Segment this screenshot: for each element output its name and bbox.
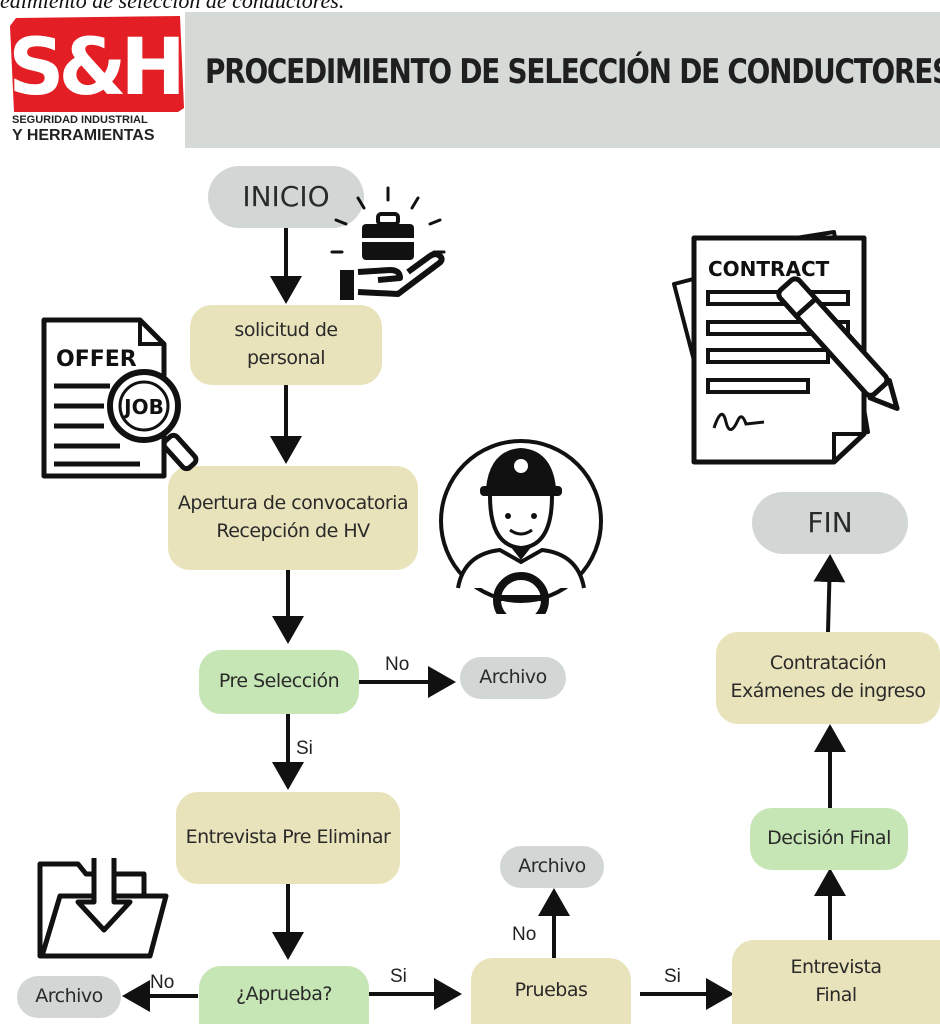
node-solicitud-line2: personal bbox=[246, 347, 326, 369]
node-archivo-aprueba: Archivo bbox=[17, 976, 121, 1018]
node-archivo-preseleccion: Archivo bbox=[460, 657, 566, 699]
node-apertura-line1: Apertura de convocatoria bbox=[177, 492, 409, 515]
job-label: JOB bbox=[122, 395, 164, 419]
edge-label-si-pruebas: Si bbox=[664, 966, 681, 987]
edge-label-si-aprueba: Si bbox=[390, 966, 407, 987]
edge-label-si-preseleccion: Si bbox=[296, 738, 313, 759]
node-entrevista-pre-label: Entrevista Pre Eliminar bbox=[185, 826, 391, 849]
node-pruebas-label: Pruebas bbox=[514, 979, 588, 1002]
node-entrevista-final: Entrevista Final bbox=[732, 940, 940, 1024]
node-pruebas: Pruebas bbox=[471, 958, 631, 1024]
node-archivo-aprueba-label: Archivo bbox=[35, 985, 103, 1008]
node-solicitud-line1: solicitud de bbox=[234, 319, 338, 342]
logo-mark-icon: S&H bbox=[8, 16, 186, 113]
node-inicio: INICIO bbox=[208, 166, 364, 228]
node-archivo-pruebas: Archivo bbox=[500, 846, 604, 888]
page-title: PROCEDIMIENTO DE SELECCIÓN DE CONDUCTORE… bbox=[205, 52, 940, 92]
edge-label-no-aprueba: No bbox=[150, 972, 175, 993]
node-contratacion: Contratación Exámenes de ingreso bbox=[716, 632, 940, 724]
logo-tagline-2: Y HERRAMIENTAS bbox=[12, 127, 155, 144]
edge-label-no-preseleccion: No bbox=[385, 654, 410, 675]
edge-label-no-pruebas: No bbox=[512, 924, 537, 945]
briefcase-hand-icon bbox=[330, 186, 446, 300]
node-apertura: Apertura de convocatoria Recepción de HV bbox=[168, 466, 418, 570]
node-preseleccion-label: Pre Selección bbox=[218, 670, 340, 693]
node-contratacion-line1: Contratación bbox=[769, 652, 887, 675]
document-caption: edimiento de selección de conductores. bbox=[0, 0, 940, 12]
driver-portrait-icon bbox=[439, 439, 603, 614]
node-apertura-line2: Recepción de HV bbox=[216, 520, 370, 542]
node-entrevista-final-line2: Final bbox=[815, 984, 857, 1006]
node-decision-final-label: Decisión Final bbox=[767, 827, 891, 850]
node-inicio-label: INICIO bbox=[242, 179, 330, 213]
node-archivo-pruebas-label: Archivo bbox=[518, 855, 586, 878]
node-archivo-preseleccion-label: Archivo bbox=[479, 666, 547, 689]
node-entrevista-pre: Entrevista Pre Eliminar bbox=[176, 792, 400, 884]
contract-icon: CONTRACT bbox=[672, 230, 900, 465]
node-fin-label: FIN bbox=[807, 505, 853, 539]
logo-tagline-1: SEGURIDAD INDUSTRIAL bbox=[12, 114, 148, 126]
node-contratacion-line2: Exámenes de ingreso bbox=[730, 680, 926, 702]
arrow-contratacion-fin bbox=[813, 554, 846, 633]
offer-label: OFFER bbox=[56, 347, 137, 372]
node-entrevista-final-line1: Entrevista bbox=[790, 956, 882, 979]
contract-label: CONTRACT bbox=[708, 257, 830, 281]
download-folder-icon bbox=[37, 858, 169, 959]
node-solicitud: solicitud de personal bbox=[190, 305, 382, 385]
node-preseleccion: Pre Selección bbox=[199, 650, 359, 714]
svg-text:S&H: S&H bbox=[10, 23, 180, 113]
node-aprueba-label: ¿Aprueba? bbox=[236, 983, 332, 1006]
company-logo: S&H SEGURIDAD INDUSTRIAL Y HERRAMIENTAS bbox=[8, 16, 186, 148]
header-banner bbox=[185, 12, 940, 148]
job-offer-icon: OFFER JOB bbox=[41, 317, 199, 479]
node-aprueba: ¿Aprueba? bbox=[199, 966, 369, 1024]
node-fin: FIN bbox=[752, 492, 908, 554]
node-decision-final: Decisión Final bbox=[750, 808, 908, 870]
